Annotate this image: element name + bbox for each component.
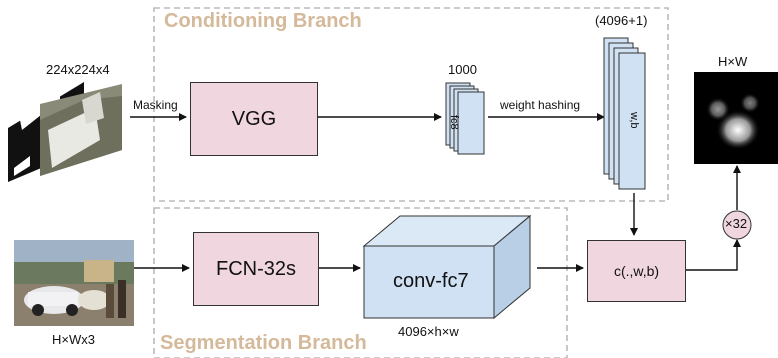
fcn-label: FCN-32s bbox=[215, 257, 296, 280]
input-top-dim-label: 224x224x4 bbox=[46, 62, 110, 77]
street-scene-shape bbox=[14, 240, 134, 326]
segmentation-branch-region bbox=[153, 207, 568, 358]
fc8-stack bbox=[445, 82, 485, 155]
conditioning-branch-region bbox=[153, 7, 669, 202]
vgg-label: VGG bbox=[231, 107, 277, 130]
upsample-circle bbox=[722, 210, 752, 240]
convfc7-block bbox=[362, 214, 532, 320]
wb-count-label: (4096+1) bbox=[595, 13, 648, 28]
upsample-label: ×32 bbox=[725, 216, 748, 231]
weight-hashing-label: weight hashing bbox=[500, 98, 581, 112]
output-mask-image bbox=[694, 72, 778, 164]
convfc7-dim-label: 4096×h×w bbox=[398, 324, 459, 339]
fc8-count-label: 1000 bbox=[448, 62, 477, 77]
c-to-upsample-arrow bbox=[686, 239, 741, 271]
convfc7-label: conv-fc7 bbox=[393, 270, 469, 292]
segmentation-branch-title: Segmentation Branch bbox=[160, 332, 367, 354]
masked-input-image bbox=[8, 82, 122, 182]
wb-label: w,b bbox=[628, 112, 640, 129]
conditioning-branch-title: Conditioning Branch bbox=[164, 10, 362, 32]
wb-stack bbox=[603, 37, 646, 190]
cfunc-label: c(.,w,b) bbox=[613, 263, 660, 279]
fc8-label: fc8 bbox=[448, 115, 460, 130]
output-mask-shape bbox=[706, 92, 760, 148]
masking-label: Masking bbox=[133, 98, 178, 112]
input-bottom-image bbox=[14, 240, 134, 326]
cfunc-box: c(.,w,b) bbox=[587, 240, 686, 302]
input-bottom-dim-label: H×Wx3 bbox=[52, 332, 95, 347]
output-label: H×W bbox=[718, 54, 748, 69]
vgg-box: VGG bbox=[190, 82, 318, 156]
fcn-box: FCN-32s bbox=[193, 232, 319, 306]
